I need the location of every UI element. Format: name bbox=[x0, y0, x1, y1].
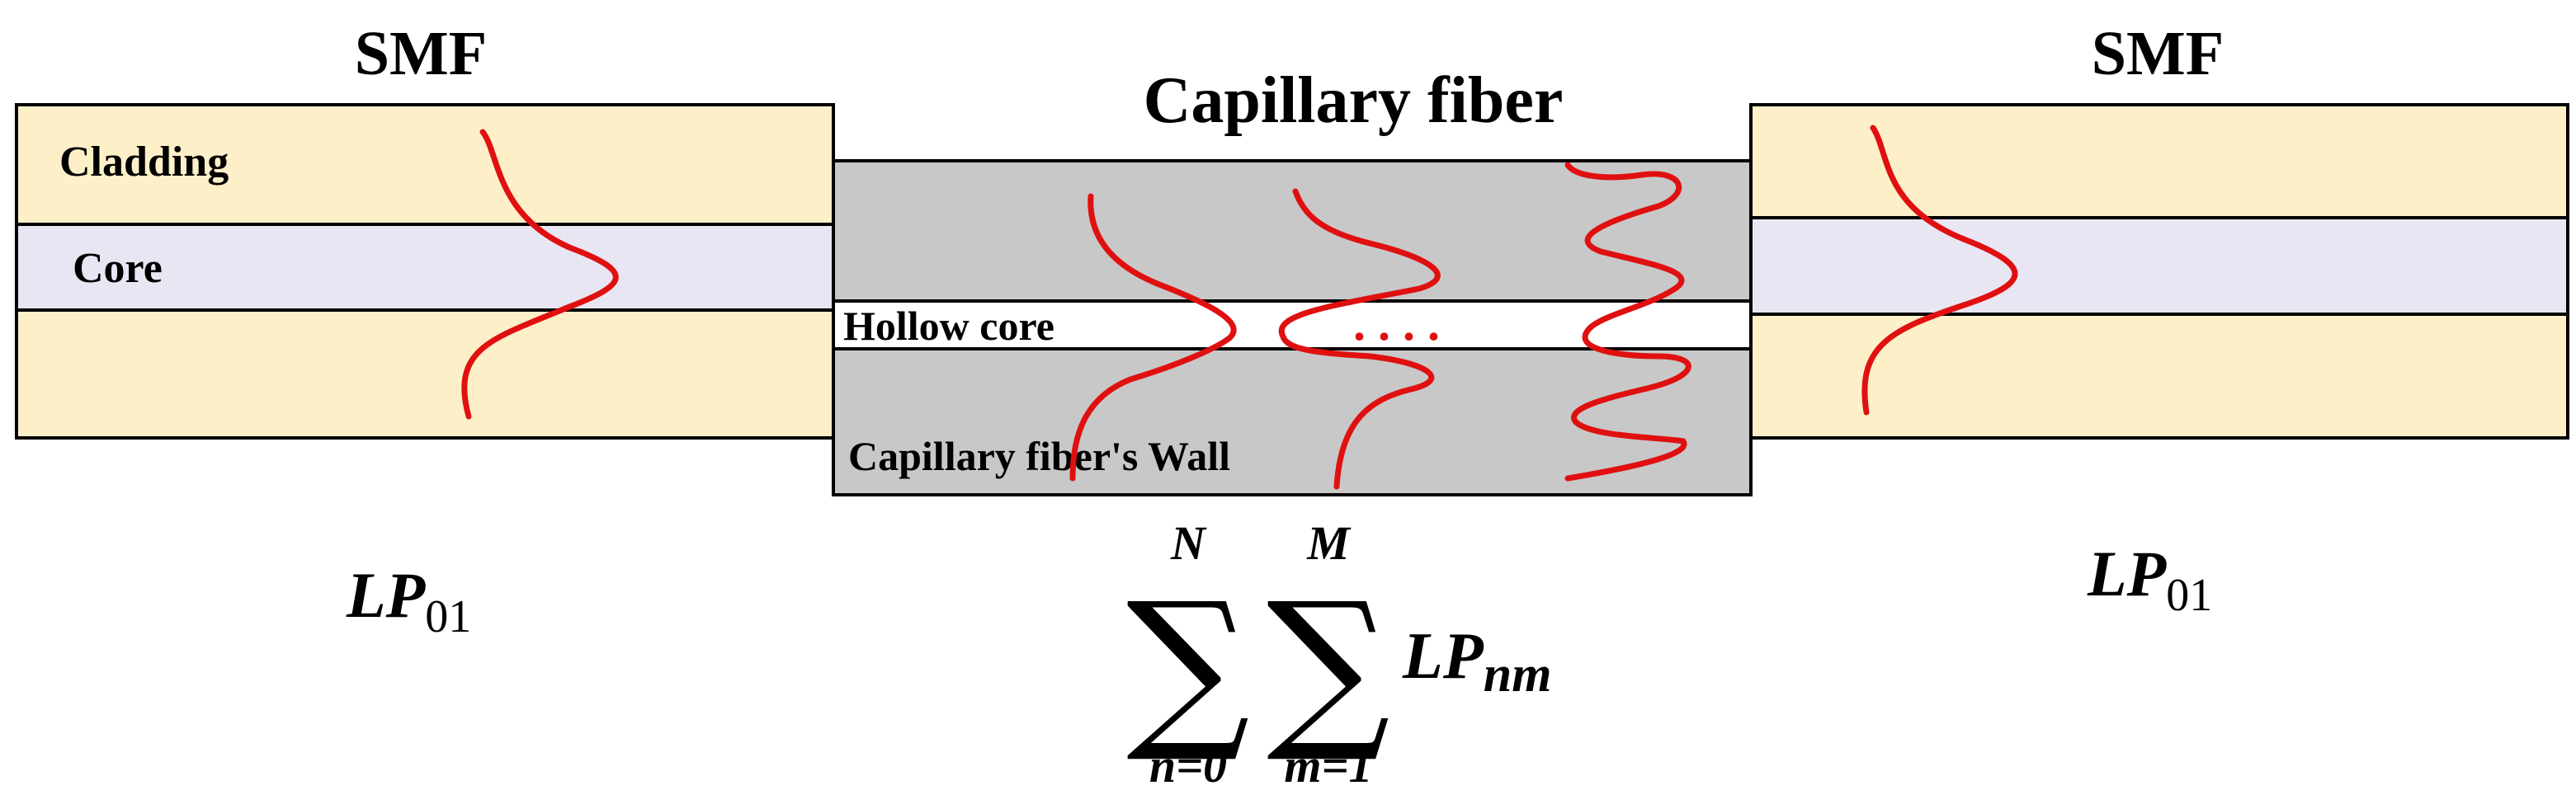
right-smf: SMF LP01 bbox=[1749, 19, 2569, 621]
left-cladding-bottom bbox=[15, 308, 835, 440]
sum1-bottom: n=0 bbox=[1149, 739, 1227, 793]
right-cladding-bottom bbox=[1749, 313, 2569, 440]
sum1-sigma: ∑ bbox=[1126, 565, 1250, 767]
sum1-top: N bbox=[1170, 516, 1207, 570]
sum-term-main: LP bbox=[1402, 620, 1484, 693]
left-cladding-top bbox=[15, 103, 835, 226]
sum2-bottom: m=1 bbox=[1284, 739, 1372, 793]
sum-term-sub: nm bbox=[1484, 647, 1552, 703]
left-mode-label-main: LP bbox=[346, 559, 427, 631]
capillary-mode-curve-2 bbox=[1278, 188, 1441, 490]
right-cladding-top bbox=[1749, 103, 2569, 219]
sum2-top: M bbox=[1306, 516, 1352, 570]
sum2-sigma: ∑ bbox=[1267, 565, 1390, 767]
mode-sum-formula: N ∑ n=0 M ∑ m=1 LPnm bbox=[1126, 516, 1551, 793]
left-mode-label: LP01 bbox=[346, 559, 471, 642]
capillary-mode-curve-1 bbox=[1069, 193, 1237, 482]
left-smf-title: SMF bbox=[355, 19, 487, 88]
right-mode-label: LP01 bbox=[2087, 538, 2212, 621]
hollow-core-label: Hollow core bbox=[843, 303, 1054, 349]
left-mode-curve bbox=[461, 129, 619, 420]
right-mode-label-sub: 01 bbox=[2166, 570, 2212, 621]
left-smf: SMF Cladding Core LP01 bbox=[15, 19, 835, 642]
right-mode-label-main: LP bbox=[2087, 538, 2168, 609]
right-mode-curve bbox=[1861, 125, 2018, 416]
capillary-title: Capillary fiber bbox=[1144, 64, 1564, 137]
capillary-fiber: Capillary fiber Hollow core Capillary fi… bbox=[832, 64, 1753, 793]
mode-ellipsis: . . . . bbox=[1353, 296, 1440, 350]
right-smf-title: SMF bbox=[2092, 19, 2224, 88]
capillary-wall-top bbox=[832, 159, 1753, 303]
right-core bbox=[1749, 216, 2569, 316]
left-core bbox=[15, 223, 835, 312]
capillary-mode-curve-3 bbox=[1564, 162, 1691, 482]
sum-term: LPnm bbox=[1402, 620, 1551, 703]
core-label: Core bbox=[73, 245, 163, 292]
left-mode-label-sub: 01 bbox=[425, 591, 471, 642]
cladding-label: Cladding bbox=[59, 139, 229, 186]
wall-label: Capillary fiber's Wall bbox=[848, 433, 1230, 479]
